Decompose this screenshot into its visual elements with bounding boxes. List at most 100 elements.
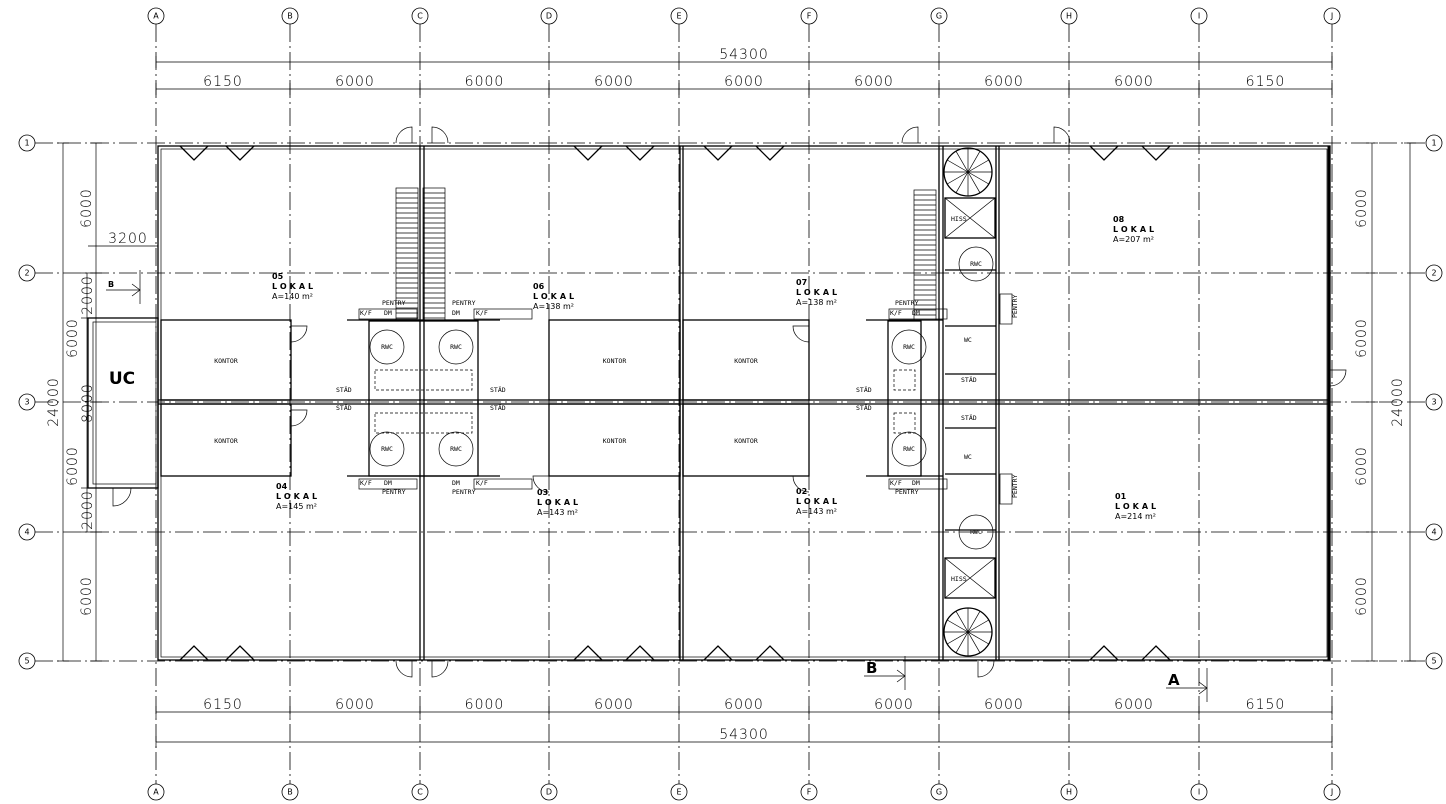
spiral-tread [947,159,969,173]
grid-bubble-column [281,7,299,25]
span-dimension-left: 6000 [65,446,81,486]
grid-label-column: G [936,788,942,797]
dm-label: DM [912,309,920,317]
wc-label: WC [964,336,972,344]
entrance-door [431,126,449,144]
pentry-counter [888,308,948,320]
stad-label: STÄD [336,403,352,412]
rwc-turning-circle [369,329,405,365]
kontor-room [548,319,681,401]
unit-number: 06 [533,282,545,291]
span-dimension-bottom: 6150 [1246,697,1286,713]
grid-bubble-row [18,652,36,670]
kontor-room [682,403,810,477]
exterior-wall-inner [160,148,1328,658]
elevator-box [944,557,996,599]
grid-bubble-column [1060,783,1078,801]
pentry-counter [358,478,418,490]
door-swing [792,325,810,343]
span-dimension-bottom: 6000 [594,697,634,713]
stad-label: STÄD [856,403,872,412]
unit-area: A=143 m² [537,508,578,517]
rwc-turning-circle [891,431,927,467]
stad-label: STÄD [856,385,872,394]
grid-bubble-column [147,7,165,25]
entrance-door [431,660,449,678]
dm-label: DM [384,309,392,317]
spiral-tread [967,611,981,633]
grid-bubble-column [670,783,688,801]
stad-label: STÄD [336,385,352,394]
unit-type: LOKAL [272,282,316,291]
total-dimension-right: 24000 [1390,377,1406,427]
unit-type: LOKAL [1115,502,1159,511]
grid-bubble-row [18,264,36,282]
grid-label-row: 3 [24,398,29,407]
rwc-turning-circle [438,431,474,467]
entrance-door [395,126,413,144]
unit-area: A=214 m² [1115,512,1156,521]
grid-label-row: 2 [1431,269,1436,278]
span-dimension-top: 6000 [724,74,764,90]
elevator-cross [944,557,996,599]
grid-bubble-column [411,783,429,801]
unit-number: 02 [796,487,807,496]
pentry-label: PENTRY [382,488,406,496]
kontor-label: KONTOR [214,437,238,445]
grid-bubble-row [18,523,36,541]
grid-bubble-column [930,783,948,801]
grid-bubble-column [540,7,558,25]
grid-bubble-row [18,393,36,411]
rwc-label: RWC [450,343,462,351]
loading-door-bottom [703,645,733,661]
loading-doors [179,126,1347,678]
rwc-turning-circle [369,431,405,467]
grid-label-column: C [417,12,423,21]
rwc-label: RWC [970,528,982,536]
grid-bubble-row [18,134,36,152]
grid-label-column: B [287,788,293,797]
grid-label-column: J [1330,788,1333,797]
grid-label-row: 4 [1431,528,1436,537]
grid-bubble-row [1425,652,1443,670]
grid-bubble-column [1190,783,1208,801]
rwc-label: RWC [381,445,393,453]
span-dimension-right: 6000 [1354,446,1370,486]
grid-label-row: 1 [24,139,29,148]
pentry-counter [999,473,1013,505]
grid-label-column: E [676,788,681,797]
span-dimension-top: 6000 [465,74,505,90]
pentry-label: PENTRY [1011,294,1019,318]
grid-bubble-column [930,7,948,25]
unit-type: LOKAL [276,492,320,501]
kontor-room [682,319,810,401]
spiral-tread [967,171,989,185]
grid-label-column: D [546,788,552,797]
stad-label: STÄD [490,403,506,412]
loading-door-bottom [179,645,209,661]
grid-label-column: E [676,12,681,21]
loading-door-top [703,145,733,161]
loading-door-top [1089,145,1119,161]
pentry-counter [473,478,533,490]
entrance-door [901,126,919,144]
kf-label: K/F [476,479,488,487]
grid-label-column: J [1330,12,1333,21]
span-dimension-bottom: 6000 [874,697,914,713]
spiral-tread [955,151,969,173]
grid-label-row: 3 [1431,398,1436,407]
pentry-label: PENTRY [452,299,476,307]
loading-door-bottom [225,645,255,661]
spiral-tread [967,631,989,645]
grid-bubble-row [1425,134,1443,152]
hiss-label: HISS [951,575,967,583]
span-dimension-top: 6000 [594,74,634,90]
uc-width-dimension: 3200 [108,231,148,247]
span-dimension-bottom: 6000 [1114,697,1154,713]
span-dimension-top: 6000 [854,74,894,90]
loading-door-top [179,145,209,161]
